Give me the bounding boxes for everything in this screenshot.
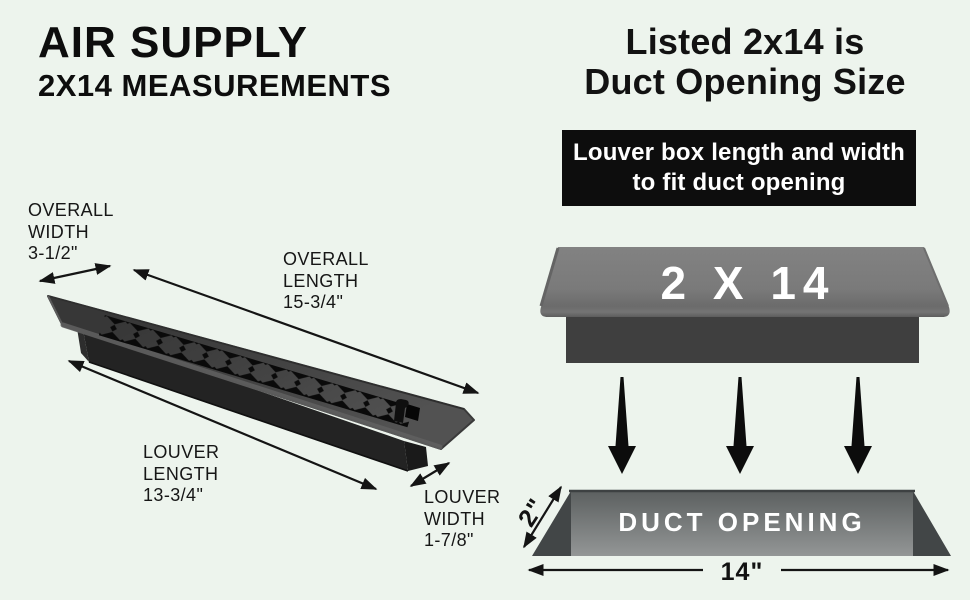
overall-width-arrow: [38, 263, 112, 284]
down-arrow-icon: [726, 377, 754, 474]
overall-width-label-l3: 3-1/2": [28, 243, 78, 263]
louver-length-label-l1: LOUVER: [143, 442, 220, 462]
duct-opening-group: DUCT OPENING: [532, 489, 951, 556]
overall-width-label-l1: OVERALL: [28, 200, 114, 220]
faceplate-left-end-edge: [47, 295, 64, 327]
size-plate-right-edge: [923, 247, 949, 307]
duct-right-slant: [913, 491, 951, 556]
louver-width-arrow: [409, 462, 451, 487]
overall-width-label-l2: WIDTH: [28, 221, 89, 242]
duct-length-dimension: 14": [527, 558, 950, 586]
louver-width-label: LOUVER WIDTH 1-7/8": [424, 487, 500, 552]
louver-box-side: [566, 317, 919, 363]
title-line2: 2X14 MEASUREMENTS: [38, 68, 392, 103]
overall-length-label-l3: 15-3/4": [283, 292, 344, 312]
page-title: AIR SUPPLY 2X14 MEASUREMENTS: [38, 20, 391, 103]
banner-line1: Louver box length and width: [572, 139, 906, 166]
right-heading: Listed 2x14 is Duct Opening Size: [535, 22, 955, 102]
louver-width-label-l3: 1-7/8": [424, 530, 474, 550]
down-arrow-icon: [608, 377, 636, 474]
louver-length-label-l3: 13-3/4": [143, 485, 204, 505]
louver-length-label-l2: LENGTH: [143, 463, 219, 484]
right-heading-line1: Listed 2x14 is: [625, 21, 865, 62]
louver-length-arrow: [67, 359, 378, 491]
size-plate: [540, 247, 950, 317]
damper-lever: [394, 399, 420, 423]
louver-length-label: LOUVER LENGTH 13-3/4": [143, 442, 219, 507]
right-heading-line2: Duct Opening Size: [584, 61, 906, 102]
louver-fit-banner: Louver box length and width to fit duct …: [562, 130, 916, 206]
down-arrow-icon: [844, 377, 872, 474]
duct-opening-panel: [571, 491, 913, 556]
overall-length-label-l2: LENGTH: [283, 270, 359, 291]
size-plate-left-edge: [539, 247, 560, 307]
overall-width-label: OVERALL WIDTH 3-1/2": [28, 200, 114, 265]
duct-opening-label: DUCT OPENING: [618, 507, 865, 537]
overall-length-label: OVERALL LENGTH 15-3/4": [283, 249, 369, 314]
overall-length-label-l1: OVERALL: [283, 249, 369, 269]
louver-width-label-l1: LOUVER: [424, 487, 501, 507]
vent-register-illustration: [47, 295, 475, 472]
faceplate-front-bevel: [60, 322, 443, 450]
overall-length-arrow: [132, 268, 480, 395]
louver-box-end-latch: [404, 441, 428, 471]
louver-width-label-l2: WIDTH: [424, 508, 485, 529]
flow-arrows: [608, 377, 872, 474]
banner-line2: to fit duct opening: [632, 169, 846, 196]
duct-width-value: 2": [513, 493, 552, 532]
size-plate-group: 2 X 14: [539, 247, 950, 363]
duct-length-value: 14": [721, 558, 764, 586]
title-line1: AIR SUPPLY: [38, 18, 309, 67]
size-plate-label: 2 X 14: [661, 257, 836, 309]
